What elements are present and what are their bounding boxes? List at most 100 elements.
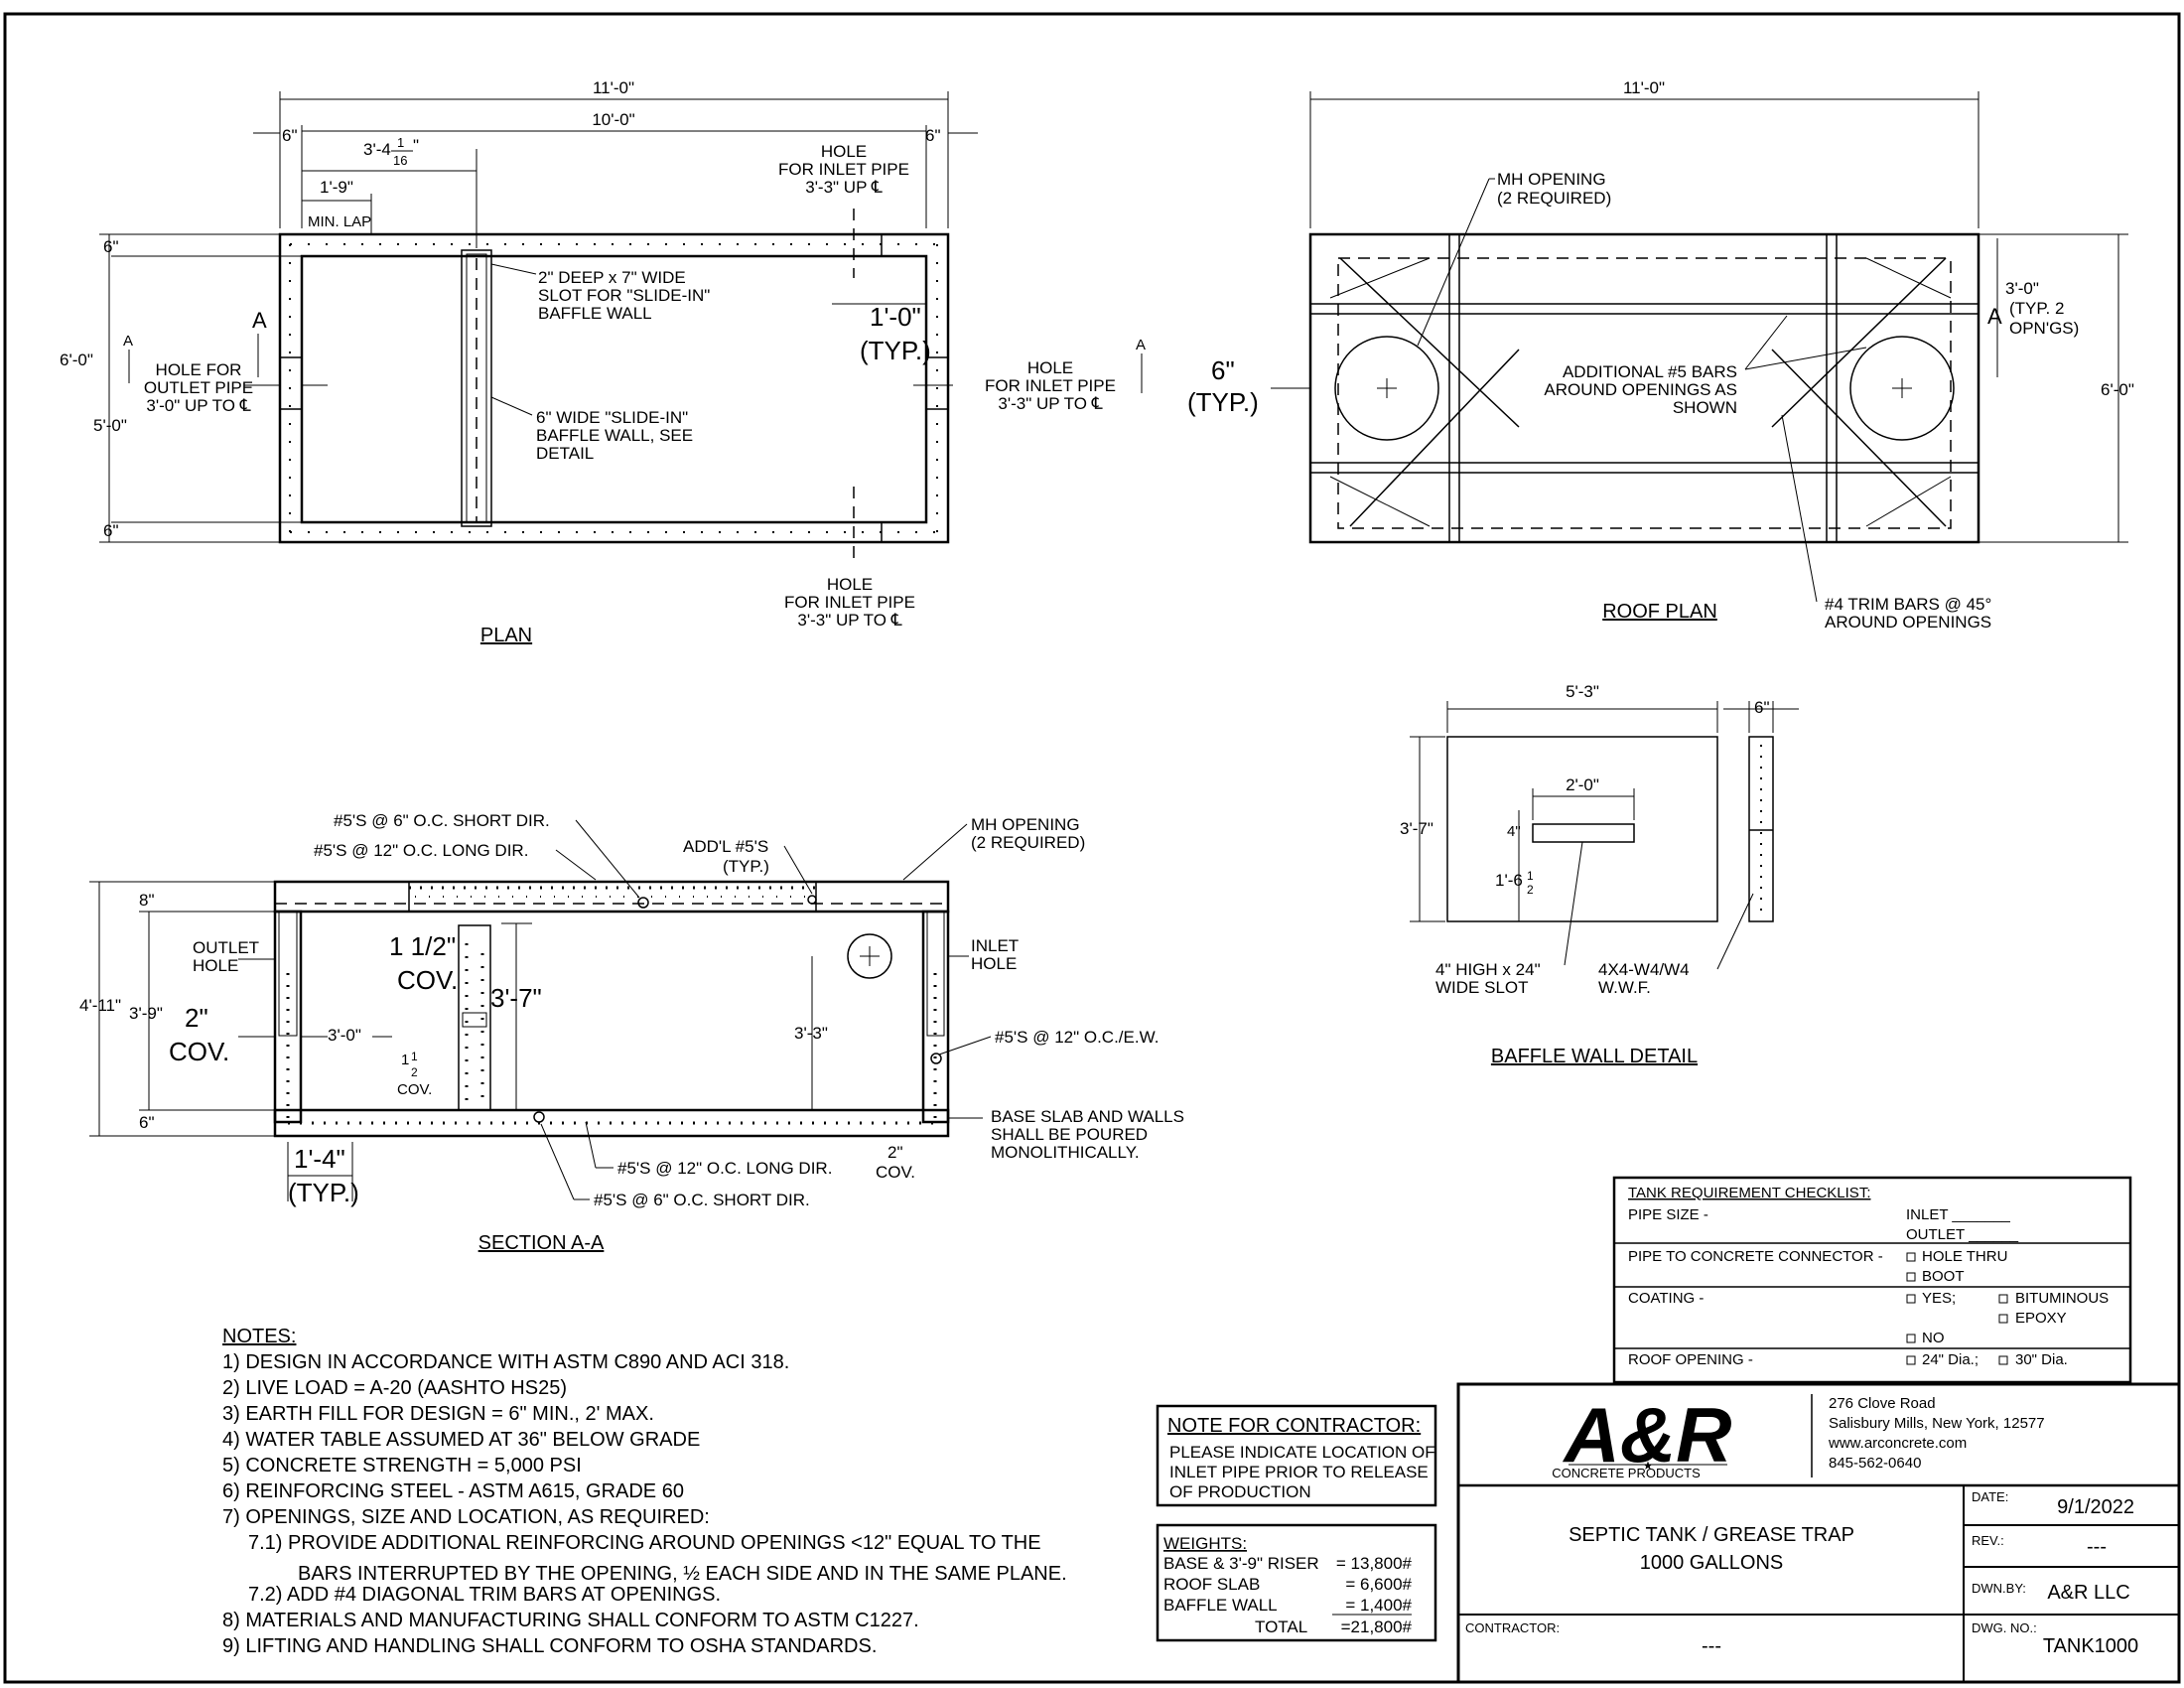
checklist-title: TANK REQUIREMENT CHECKLIST: bbox=[1628, 1185, 1870, 1201]
section-small-cov: 1 bbox=[401, 1052, 409, 1068]
svg-text:2: 2 bbox=[411, 1065, 418, 1079]
baffle-title: BAFFLE WALL DETAIL bbox=[1491, 1046, 1698, 1067]
svg-text:DWG. NO.:: DWG. NO.: bbox=[1972, 1620, 2037, 1635]
svg-text:BOOT: BOOT bbox=[1922, 1268, 1965, 1285]
svg-text:ROOF OPENING -: ROOF OPENING - bbox=[1628, 1351, 1753, 1368]
contractor-note-title: NOTE FOR CONTRACTOR: bbox=[1167, 1415, 1421, 1437]
roof-mh-opening-left bbox=[1334, 336, 1439, 441]
svg-text:COATING -: COATING - bbox=[1628, 1290, 1704, 1307]
svg-text:REV.:: REV.: bbox=[1972, 1533, 2004, 1548]
svg-text:W.W.F.: W.W.F. bbox=[1598, 978, 1651, 997]
checklist-outlet: OUTLET ______ bbox=[1906, 1226, 2019, 1243]
weights-title: WEIGHTS: bbox=[1163, 1534, 1247, 1553]
drawing-title-line-2: 1000 GALLONS bbox=[1640, 1552, 1784, 1574]
svg-text:24" Dia.;: 24" Dia.; bbox=[1922, 1351, 1979, 1368]
plan-inner-wall bbox=[300, 254, 928, 524]
svg-text:(TYP.): (TYP.) bbox=[723, 857, 769, 876]
checklist-inlet: INLET _______ bbox=[1906, 1206, 2010, 1223]
weights-box: WEIGHTS: BASE & 3'-9" RISER = 13,800# RO… bbox=[1156, 1523, 1437, 1642]
roof-edge-dim: 6" bbox=[1211, 355, 1235, 385]
checkbox-no[interactable] bbox=[1906, 1334, 1916, 1343]
note-6: 6) REINFORCING STEEL - ASTM A615, GRADE … bbox=[222, 1480, 684, 1502]
note-7-1-cont: BARS INTERRUPTED BY THE OPENING, ½ EACH … bbox=[298, 1563, 1067, 1585]
general-notes: NOTES: 1) DESIGN IN ACCORDANCE WITH ASTM… bbox=[222, 1326, 1067, 1657]
svg-text:HOLE: HOLE bbox=[193, 956, 238, 975]
svg-text:MH OPENING: MH OPENING bbox=[971, 815, 1080, 834]
svg-text:#5'S @ 6" O.C. SHORT DIR.: #5'S @ 6" O.C. SHORT DIR. bbox=[594, 1191, 810, 1209]
svg-text:#4 TRIM BARS @ 45°: #4 TRIM BARS @ 45° bbox=[1825, 595, 1991, 614]
svg-text:BAFFLE WALL, SEE: BAFFLE WALL, SEE bbox=[536, 426, 693, 445]
section-rebar-short-note: #5'S @ 6" O.C. SHORT DIR. bbox=[334, 811, 640, 899]
svg-text:845-562-0640: 845-562-0640 bbox=[1829, 1455, 1921, 1472]
tank-checklist: TANK REQUIREMENT CHECKLIST: PIPE SIZE - … bbox=[1612, 1176, 2132, 1384]
svg-text:AROUND OPENINGS AS: AROUND OPENINGS AS bbox=[1544, 380, 1737, 399]
roof-mh-note: MH OPENING (2 REQUIRED) bbox=[1417, 170, 1611, 347]
logo-subtitle: CONCRETE PRODUCTS bbox=[1552, 1466, 1701, 1480]
notes-title: NOTES: bbox=[222, 1326, 296, 1347]
roof-plan-view: 11'-0" 6'-0" 3'-0" (TYP. 2 OPN'GS) A 6" … bbox=[1187, 78, 2134, 632]
svg-text:DWN.BY:: DWN.BY: bbox=[1972, 1581, 2026, 1596]
roof-section-mark: A bbox=[1987, 304, 2002, 329]
plan-dim-wall-right: 6" bbox=[925, 126, 941, 145]
svg-text:ADDITIONAL #5 BARS: ADDITIONAL #5 BARS bbox=[1563, 362, 1737, 381]
svg-text:6" WIDE "SLIDE-IN": 6" WIDE "SLIDE-IN" bbox=[536, 408, 688, 427]
svg-text:DATE:: DATE: bbox=[1972, 1489, 2008, 1504]
svg-text:PIPE SIZE -: PIPE SIZE - bbox=[1628, 1206, 1708, 1223]
section-baffle-h: 3'-7" bbox=[490, 983, 542, 1013]
svg-text:EPOXY: EPOXY bbox=[2015, 1310, 2067, 1327]
checkbox-epoxy[interactable] bbox=[1998, 1314, 2008, 1324]
plan-slot-note: 2" DEEP x 7" WIDE SLOT FOR "SLIDE-IN" BA… bbox=[490, 263, 710, 323]
svg-text:ADD'L #5'S: ADD'L #5'S bbox=[683, 837, 768, 856]
svg-text:HOLE FOR: HOLE FOR bbox=[156, 360, 242, 379]
baffle-dim-width: 5'-3" bbox=[1566, 682, 1599, 701]
section-bot-long-note: #5'S @ 12" O.C. LONG DIR. bbox=[585, 1121, 832, 1178]
plan-dim-height-inner: 5'-0" bbox=[93, 416, 127, 435]
roof-plan-title: ROOF PLAN bbox=[1602, 601, 1717, 623]
svg-text:BAFFLE WALL: BAFFLE WALL bbox=[1163, 1596, 1278, 1615]
svg-text:1: 1 bbox=[411, 1050, 418, 1063]
plan-title: PLAN bbox=[480, 625, 532, 646]
svg-text:#5'S @ 6" O.C. SHORT DIR.: #5'S @ 6" O.C. SHORT DIR. bbox=[334, 811, 550, 830]
section-mh-note: MH OPENING (2 REQUIRED) bbox=[902, 815, 1085, 881]
plan-dim-overall: 11'-0" bbox=[593, 78, 634, 97]
svg-text:2: 2 bbox=[1527, 883, 1534, 897]
checkbox-yes[interactable] bbox=[1906, 1294, 1916, 1304]
plan-dim-bottom-wall: 6" bbox=[103, 521, 119, 540]
plan-dim-wall-left: 6" bbox=[282, 126, 298, 145]
svg-text:#5'S @ 12" O.C. LONG DIR.: #5'S @ 12" O.C. LONG DIR. bbox=[617, 1159, 832, 1178]
svg-text:CONTRACTOR:: CONTRACTOR: bbox=[1465, 1620, 1560, 1635]
svg-text:SHOWN: SHOWN bbox=[1673, 398, 1737, 417]
svg-text:WIDE SLOT: WIDE SLOT bbox=[1435, 978, 1529, 997]
company-address: 276 Clove Road Salisbury Mills, New York… bbox=[1828, 1395, 2045, 1472]
svg-text:FOR INLET PIPE: FOR INLET PIPE bbox=[784, 593, 915, 612]
plan-outer-wall bbox=[278, 232, 950, 544]
svg-text:BAFFLE WALL: BAFFLE WALL bbox=[538, 304, 652, 323]
plan-typ-label: (TYP.) bbox=[860, 336, 931, 365]
checkbox-boot[interactable] bbox=[1906, 1272, 1916, 1282]
note-4: 4) WATER TABLE ASSUMED AT 36" BELOW GRAD… bbox=[222, 1429, 700, 1451]
section-dim-roof: 8" bbox=[139, 891, 155, 910]
drawing-rev: --- bbox=[2087, 1536, 2107, 1558]
svg-text:4" HIGH x 24": 4" HIGH x 24" bbox=[1435, 960, 1541, 979]
baffle-slot bbox=[1532, 823, 1635, 843]
checkbox-24-dia[interactable] bbox=[1906, 1355, 1916, 1365]
company-logo: A&R CONCRETE PRODUCTS ★ bbox=[1552, 1391, 1731, 1480]
svg-text:BITUMINOUS: BITUMINOUS bbox=[2015, 1290, 2109, 1307]
plan-baffle-wall bbox=[461, 249, 492, 527]
svg-text:SLOT FOR "SLIDE-IN": SLOT FOR "SLIDE-IN" bbox=[538, 286, 710, 305]
svg-text:HOLE: HOLE bbox=[1027, 358, 1073, 377]
section-dim-footing: 1'-4" bbox=[294, 1144, 345, 1174]
section-outlet-note: OUTLET HOLE bbox=[193, 938, 275, 975]
svg-text:= 6,600#: = 6,600# bbox=[1345, 1575, 1412, 1594]
roof-opening-dim: 3'-0" bbox=[2005, 279, 2039, 298]
svg-text:BASE & 3'-9" RISER: BASE & 3'-9" RISER bbox=[1163, 1554, 1319, 1573]
svg-text:INLET: INLET bbox=[971, 936, 1019, 955]
note-1: 1) DESIGN IN ACCORDANCE WITH ASTM C890 A… bbox=[222, 1351, 789, 1373]
checkbox-30-dia[interactable] bbox=[1998, 1355, 2008, 1365]
plan-dim-height-outer: 6'-0" bbox=[60, 351, 93, 369]
section-baffle bbox=[458, 924, 491, 1111]
checkbox-hole-thru[interactable] bbox=[1906, 1252, 1916, 1262]
baffle-dim-slot-pos: 1'-6 bbox=[1495, 871, 1523, 890]
checkbox-bituminous[interactable] bbox=[1998, 1294, 2008, 1304]
